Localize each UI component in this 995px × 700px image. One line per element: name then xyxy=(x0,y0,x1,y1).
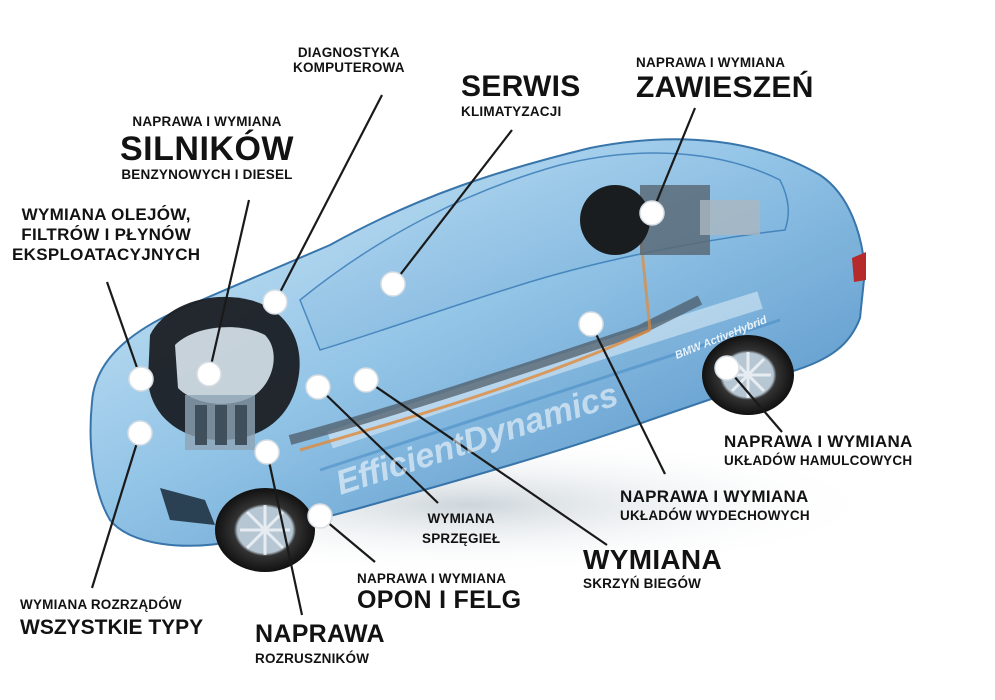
label-serwis-line2: KLIMATYZACJI xyxy=(461,104,562,119)
label-silnikow: NAPRAWA I WYMIANA SILNIKÓW BENZYNOWYCH I… xyxy=(120,114,294,182)
marker-opony xyxy=(307,503,333,529)
label-oleje: WYMIANA OLEJÓW, FILTRÓW I PŁYNÓW EKSPLOA… xyxy=(12,205,200,265)
marker-rozrzady xyxy=(127,420,153,446)
leader-line-hamulce xyxy=(726,367,783,433)
marker-zawieszen xyxy=(639,200,665,226)
leader-line-diagnostyka xyxy=(274,94,383,303)
marker-sprzegla xyxy=(305,374,331,400)
label-diagnostyka: DIAGNOSTYKA KOMPUTEROWA xyxy=(293,45,405,75)
leader-line-rozrzady xyxy=(90,432,142,589)
label-rozrzady-line2: WSZYSTKIE TYPY xyxy=(20,615,204,639)
leader-line-wydech xyxy=(590,323,666,475)
label-opony-line2: OPON I FELG xyxy=(357,585,522,614)
marker-serwis xyxy=(380,271,406,297)
front-wheel xyxy=(215,488,315,572)
label-silnikow-line1: NAPRAWA I WYMIANA xyxy=(132,114,282,129)
label-skrzynie-line2: SKRZYŃ BIEGÓW xyxy=(583,576,702,591)
label-skrzynie: WYMIANA SKRZYŃ BIEGÓW xyxy=(583,546,722,592)
leader-line-silnikow xyxy=(207,199,251,375)
label-diagnostyka-line2: KOMPUTEROWA xyxy=(293,59,405,75)
rear-suspension xyxy=(580,185,760,255)
label-wydech-line1: NAPRAWA I WYMIANA xyxy=(620,487,809,506)
leader-line-zawieszen xyxy=(650,107,697,214)
leader-lines xyxy=(90,94,783,616)
marker-skrzynie xyxy=(353,367,379,393)
marker-wydech xyxy=(578,311,604,337)
label-zawieszen: NAPRAWA I WYMIANA ZAWIESZEŃ xyxy=(636,55,814,104)
label-opony-line1: NAPRAWA I WYMIANA xyxy=(357,571,507,586)
leader-line-rozruszniki xyxy=(265,451,304,616)
label-rozruszniki: NAPRAWA ROZRUSZNIKÓW xyxy=(255,622,385,667)
marker-oleje xyxy=(128,366,154,392)
label-sprzegla-line1: WYMIANA xyxy=(427,511,495,526)
rear-wheel xyxy=(702,335,794,415)
label-zawieszen-line1: NAPRAWA I WYMIANA xyxy=(636,55,786,70)
label-wydech: NAPRAWA I WYMIANA UKŁADÓW WYDECHOWYCH xyxy=(620,487,810,524)
label-opony: NAPRAWA I WYMIANA OPON I FELG xyxy=(357,571,522,614)
label-rozruszniki-line2: ROZRUSZNIKÓW xyxy=(255,651,370,666)
label-skrzynie-line1: WYMIANA xyxy=(583,544,722,575)
marker-diagnostyka xyxy=(262,289,288,315)
label-silnikow-line3: BENZYNOWYCH I DIESEL xyxy=(121,166,293,182)
label-rozrzady-line1: WYMIANA ROZRZĄDÓW xyxy=(20,597,182,612)
label-oleje-line3: EKSPLOATACYJNYCH xyxy=(12,245,201,265)
label-sprzegla: WYMIANA SPRZĘGIEŁ xyxy=(422,509,500,550)
hybrid-cable xyxy=(299,328,651,452)
leader-line-skrzynie xyxy=(365,379,608,546)
label-wydech-line2: UKŁADÓW WYDECHOWYCH xyxy=(620,508,810,524)
label-diagnostyka-line1: DIAGNOSTYKA xyxy=(297,45,400,60)
rear-light xyxy=(852,252,866,282)
headlight xyxy=(160,488,215,525)
label-oleje-line2: FILTRÓW I PŁYNÓW xyxy=(21,225,192,245)
label-rozruszniki-line1: NAPRAWA xyxy=(255,620,385,648)
markers xyxy=(127,200,740,529)
engine xyxy=(148,296,300,450)
drivetrain xyxy=(288,295,703,445)
marker-rozruszniki xyxy=(254,439,280,465)
side-stripe xyxy=(327,291,763,449)
label-serwis: SERWIS KLIMATYZACJI xyxy=(461,72,581,120)
label-hamulce-line2: UKŁADÓW HAMULCOWYCH xyxy=(724,453,913,469)
label-rozrzady: WYMIANA ROZRZĄDÓW WSZYSTKIE TYPY xyxy=(20,597,204,639)
leader-line-sprzegla xyxy=(317,386,439,504)
label-zawieszen-line2: ZAWIESZEŃ xyxy=(636,70,814,104)
label-sprzegla-line2: SPRZĘGIEŁ xyxy=(422,531,501,547)
label-silnikow-line2: SILNIKÓW xyxy=(120,129,294,168)
label-hamulce-line1: NAPRAWA I WYMIANA xyxy=(724,432,913,451)
label-hamulce: NAPRAWA I WYMIANA UKŁADÓW HAMULCOWYCH xyxy=(724,432,913,469)
marker-silnikow xyxy=(196,361,222,387)
leader-line-serwis xyxy=(392,129,513,285)
leader-line-oleje xyxy=(105,281,143,380)
marker-hamulce xyxy=(714,355,740,381)
label-oleje-line1: WYMIANA OLEJÓW, xyxy=(21,205,191,224)
label-serwis-line1: SERWIS xyxy=(461,70,581,103)
